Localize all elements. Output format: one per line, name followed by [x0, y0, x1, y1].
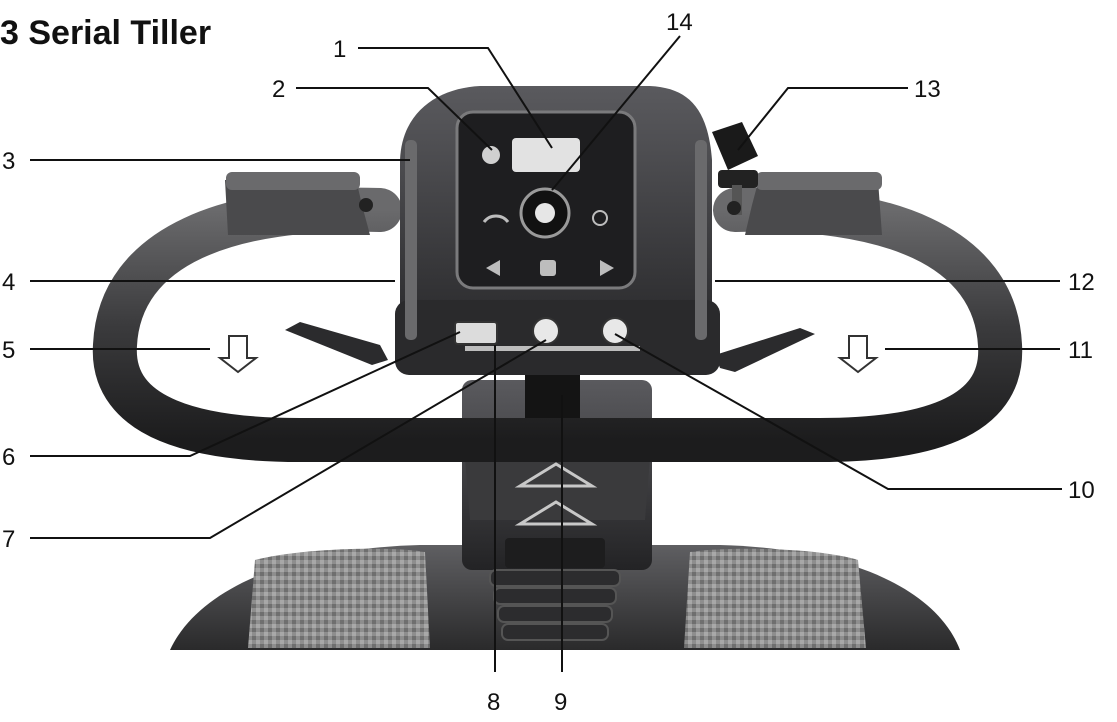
lower-controls [454, 317, 640, 351]
key [712, 122, 758, 215]
callout-1: 1 [333, 36, 346, 63]
callout-2: 2 [272, 76, 285, 103]
leader-line-1 [358, 47, 553, 149]
right-grip [745, 172, 882, 235]
lights-icon [540, 260, 556, 276]
leader-line-10 [614, 333, 1062, 490]
callout-11: 11 [1068, 337, 1093, 364]
callout-13: 13 [914, 76, 941, 103]
control-panel [455, 110, 637, 290]
leader-line-13 [737, 87, 908, 151]
callout-5: 5 [2, 337, 15, 364]
lcd-display [512, 138, 580, 172]
callout-12: 12 [1068, 269, 1095, 296]
callout-4: 4 [2, 269, 15, 296]
callout-7: 7 [2, 526, 15, 553]
tiller-adjust-label [505, 538, 605, 568]
bellows [489, 569, 621, 641]
right-indicator-icon [600, 260, 614, 276]
handlebar [92, 187, 1023, 462]
callout-3: 3 [2, 148, 15, 175]
callout-labels: 1 2 3 4 5 6 7 8 9 10 11 12 13 14 [2, 9, 1095, 716]
left-knob [532, 317, 560, 345]
right-bolt [727, 201, 741, 215]
leader-line-2 [296, 87, 493, 151]
height-adjust-arrows [514, 462, 598, 526]
right-throttle-lever [715, 328, 815, 372]
charger-socket [454, 321, 498, 345]
power-button [482, 146, 500, 164]
page-title: 3 Serial Tiller [0, 14, 212, 52]
left-down-arrow [217, 335, 259, 374]
left-bolt [359, 198, 373, 212]
horn-icon [482, 214, 510, 224]
right-foot-mat [684, 548, 866, 648]
leader-line-7 [30, 339, 547, 539]
callout-9: 9 [554, 689, 567, 716]
leader-line-6 [30, 331, 461, 457]
left-foot-mat [248, 548, 430, 648]
callout-14: 14 [666, 9, 693, 36]
left-indicator-icon [486, 260, 500, 276]
hazard-icon [592, 210, 608, 226]
callout-6: 6 [2, 444, 15, 471]
leader-line-14 [551, 35, 681, 191]
left-throttle-lever [285, 322, 388, 365]
left-grip [225, 172, 370, 235]
leader-lines [30, 35, 1062, 672]
callout-8: 8 [487, 689, 500, 716]
callout-10: 10 [1068, 477, 1095, 504]
right-down-arrow [837, 335, 879, 374]
